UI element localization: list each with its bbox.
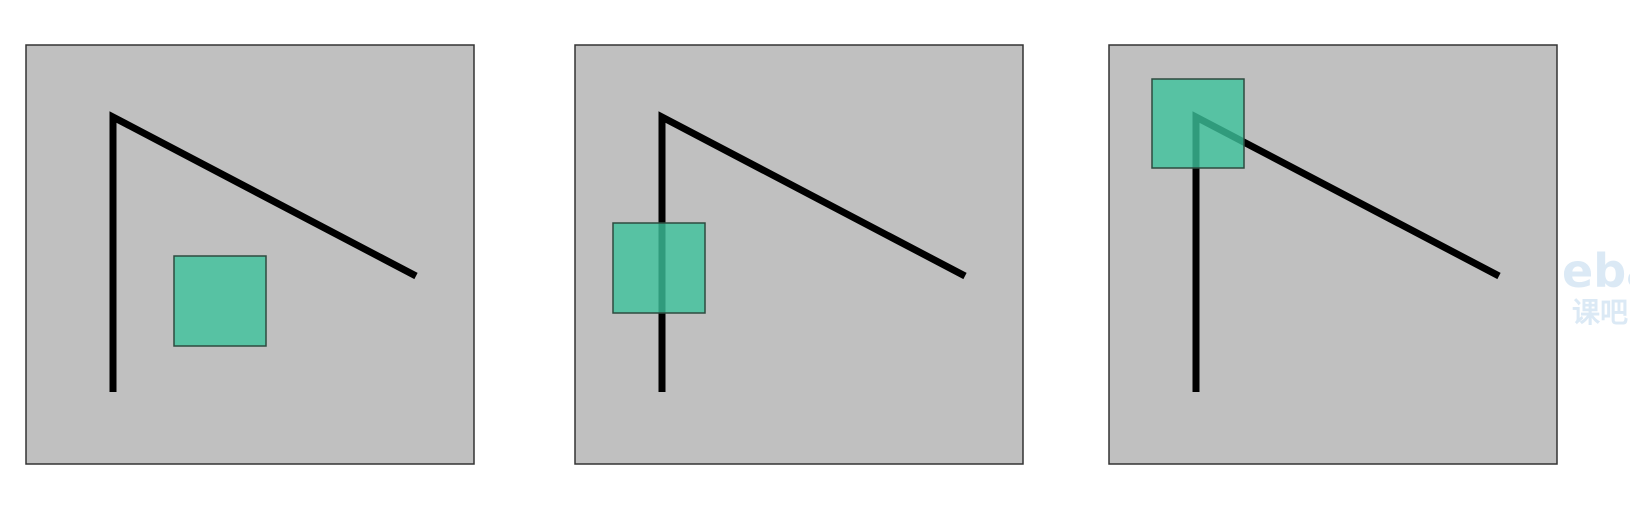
panel-3 bbox=[1108, 44, 1558, 465]
watermark-line-2: 课吧 bbox=[1572, 296, 1628, 329]
watermark-line-1: eba bbox=[1562, 244, 1630, 298]
panel-3-square bbox=[1151, 78, 1245, 169]
panel-1-square bbox=[173, 255, 267, 347]
panel-1 bbox=[25, 44, 475, 465]
watermark-logo: eba 课吧 bbox=[1562, 244, 1630, 329]
panel-2-square bbox=[612, 222, 706, 314]
panel-1-background bbox=[25, 44, 475, 465]
panel-2 bbox=[574, 44, 1024, 465]
panel-1-path-line bbox=[109, 111, 418, 392]
